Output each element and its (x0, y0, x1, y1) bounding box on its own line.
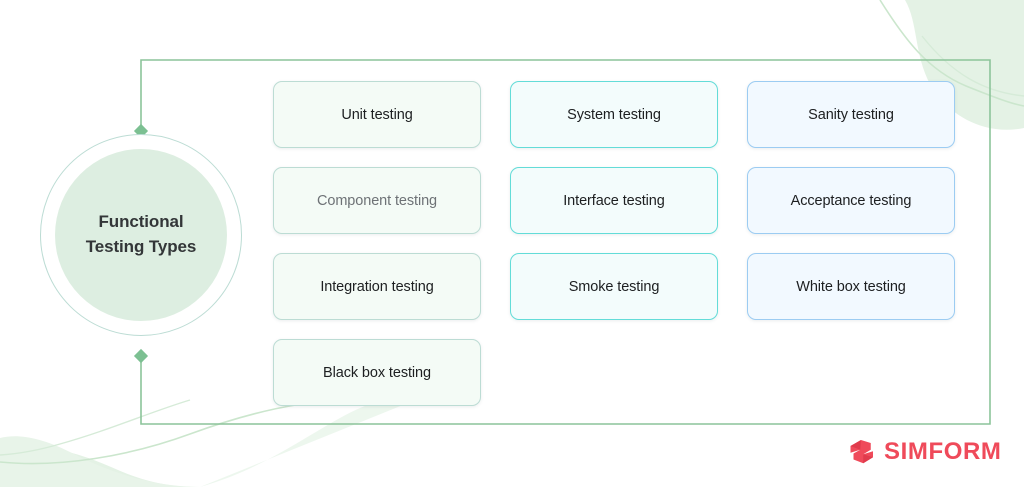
hub-title-line-1: Functional (98, 212, 184, 232)
card-unit-testing[interactable]: Unit testing (273, 81, 481, 148)
card-label: Component testing (316, 192, 437, 209)
card-label: Black box testing (323, 364, 431, 381)
card-sanity-testing[interactable]: Sanity testing (747, 81, 955, 148)
card-label: White box testing (796, 278, 906, 295)
hub-title: Functional Testing Types (85, 210, 197, 259)
hub-circle: Functional Testing Types (40, 134, 242, 336)
card-black-box-testing[interactable]: Black box testing (273, 339, 481, 406)
card-label: System testing (567, 106, 661, 123)
hub-circle-inner: Functional Testing Types (55, 149, 227, 321)
card-smoke-testing[interactable]: Smoke testing (510, 253, 718, 320)
card-integration-testing[interactable]: Integration testing (273, 253, 481, 320)
card-label: Unit testing (341, 106, 413, 123)
card-label: Integration testing (320, 278, 434, 295)
node-bottom-diamond-icon (133, 348, 149, 364)
card-label: Sanity testing (808, 106, 894, 123)
simform-wordmark: SIMFORM (884, 438, 1002, 465)
card-label: Interface testing (563, 192, 665, 209)
card-system-testing[interactable]: System testing (510, 81, 718, 148)
card-component-testing[interactable]: Component testing (273, 167, 481, 234)
card-label: Smoke testing (568, 278, 660, 295)
simform-logo[interactable]: SIMFORM (846, 437, 1002, 467)
simform-s-mark-icon (850, 440, 873, 464)
card-white-box-testing[interactable]: White box testing (747, 253, 955, 320)
card-acceptance-testing[interactable]: Acceptance testing (747, 167, 955, 234)
card-interface-testing[interactable]: Interface testing (510, 167, 718, 234)
testing-types-grid: Unit testing Component testing Integrati… (273, 81, 955, 406)
card-label: Acceptance testing (790, 192, 912, 209)
hub-title-line-2: Testing Types (85, 237, 197, 256)
